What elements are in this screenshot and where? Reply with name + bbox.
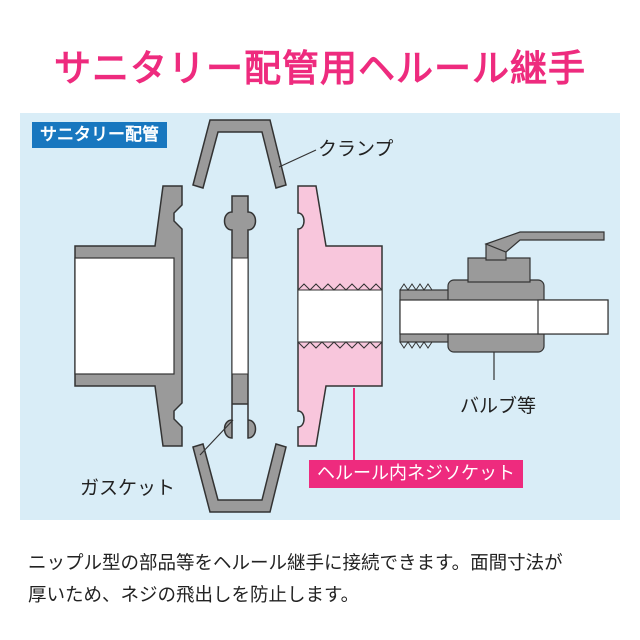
sanitary-pipe-tag: サニタリー配管: [32, 122, 167, 148]
page-title: サニタリー配管用ヘルール継手: [54, 47, 586, 90]
label-valve: バルブ等: [460, 395, 537, 417]
gasket-icon: [199, 195, 257, 456]
sanitary-pipe-icon: [74, 185, 183, 447]
label-ferrule-socket: ヘルール内ネジソケット: [309, 460, 523, 488]
description-line-1: ニップル型の部品等をヘルール継手に接続できます。面間寸法が: [28, 553, 563, 574]
description-line-2: 厚いため、ネジの飛出しを防止します。: [28, 585, 360, 606]
ferrule-socket-icon: [297, 185, 383, 460]
clamp-icon: [192, 119, 317, 513]
label-clamp: クランプ: [318, 138, 394, 160]
ball-valve-icon: [399, 231, 609, 380]
description: ニップル型の部品等をヘルール継手に接続できます。面間寸法が 厚いため、ネジの飛出…: [28, 548, 628, 612]
label-gasket: ガスケット: [80, 477, 176, 499]
